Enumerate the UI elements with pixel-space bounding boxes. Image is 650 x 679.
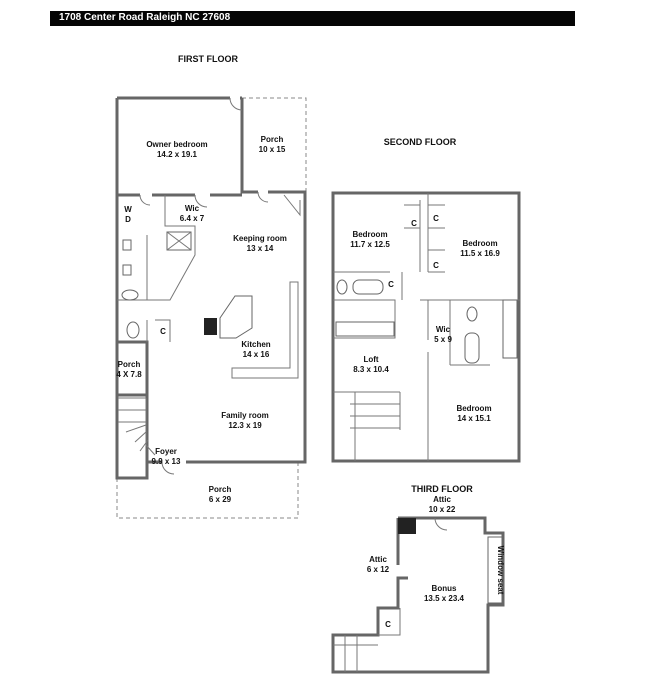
door-swing [194, 194, 208, 208]
bathtub [464, 332, 480, 364]
closet-walls [404, 204, 445, 273]
foyer-name: Foyer [155, 447, 177, 456]
closet-first-floor: C [160, 327, 166, 336]
second-floor-title: SECOND FLOOR [384, 137, 457, 147]
wic-second-dim: 5 x 9 [434, 335, 452, 344]
owner-bedroom-name: Owner bedroom [146, 140, 207, 149]
bonus-dim: 13.5 x 23.4 [424, 594, 465, 603]
bedroom-b-name: Bedroom [462, 239, 497, 248]
bedroom-a-name: Bedroom [352, 230, 387, 239]
toilet [126, 321, 140, 339]
loft-name: Loft [363, 355, 378, 364]
toilet [336, 279, 348, 295]
family-room-dim: 12.3 x 19 [228, 421, 262, 430]
porch-top-name: Porch [261, 135, 284, 144]
porch-top-dim: 10 x 15 [259, 145, 286, 154]
window-seat-box [487, 536, 503, 604]
wic-first-name: Wic [185, 204, 200, 213]
wic-first-dim: 6.4 x 7 [180, 214, 205, 223]
dryer-label: D [125, 215, 131, 224]
porch-side-name: Porch [118, 360, 141, 369]
second-floor-exterior-walls [331, 191, 521, 463]
bedroom-b-dim: 11.5 x 16.9 [460, 249, 500, 258]
third-floor-exterior-walls [331, 516, 505, 674]
first-floor-exterior-walls [115, 96, 307, 480]
closet-wall [146, 319, 171, 342]
bathtub [352, 279, 384, 295]
porch-top-outline [242, 97, 307, 193]
fireplace [204, 318, 217, 335]
vanity [502, 299, 518, 359]
address-text: 1708 Center Road Raleigh NC 27608 [59, 12, 231, 23]
bath-wall [117, 195, 196, 301]
porch-front-dim: 6 x 29 [209, 495, 232, 504]
attic-side-dim: 6 x 12 [367, 565, 390, 574]
closet-second-c: C [433, 261, 439, 270]
foyer-stairs [118, 397, 156, 456]
kitchen-counter [231, 281, 299, 379]
foyer-dim: 9.9 x 13 [152, 457, 181, 466]
sink [122, 239, 132, 251]
washer-label: W [124, 205, 132, 214]
closet-second-a: C [411, 219, 417, 228]
third-floor-title: THIRD FLOOR [411, 484, 473, 494]
closet-second-b: C [433, 214, 439, 223]
vanity [335, 321, 395, 337]
family-room-name: Family room [221, 411, 269, 420]
attic-top-name: Attic [433, 495, 451, 504]
owner-bedroom-dim: 14.2 x 19.1 [157, 150, 198, 159]
first-floor-plan [115, 96, 307, 519]
sink [122, 264, 132, 276]
closet-second-d: C [388, 280, 394, 289]
second-floor-plan [331, 191, 521, 463]
door-swing [229, 97, 243, 111]
third-floor-plan [331, 516, 505, 674]
wic-second-name: Wic [436, 325, 451, 334]
kitchen-island [219, 295, 253, 339]
porch-side-walls [115, 342, 147, 397]
first-floor-title: FIRST FLOOR [178, 54, 238, 64]
closet-third-floor: C [385, 620, 391, 629]
door-swing [161, 461, 175, 475]
keeping-room-name: Keeping room [233, 234, 287, 243]
door-swing [434, 517, 448, 531]
door-swing [139, 194, 151, 206]
window-seat-label: Window seat [496, 546, 505, 595]
attic-top-dim: 10 x 22 [429, 505, 456, 514]
second-floor-stairs [333, 391, 401, 461]
keeping-room-dim: 13 x 14 [247, 244, 274, 253]
address-header-bar: 1708 Center Road Raleigh NC 27608 [50, 11, 575, 26]
bedroom-c-dim: 14 x 15.1 [457, 414, 491, 423]
second-floor-interior-walls [333, 193, 520, 461]
porch-front-name: Porch [209, 485, 232, 494]
toilet [121, 289, 139, 301]
bonus-name: Bonus [432, 584, 457, 593]
attic-side-name: Attic [369, 555, 387, 564]
toilet [466, 306, 478, 322]
stair-corner [283, 194, 301, 217]
porch-front-outline [116, 462, 299, 519]
kitchen-dim: 14 x 16 [243, 350, 270, 359]
loft-dim: 8.3 x 10.4 [353, 365, 389, 374]
door-swing [257, 191, 269, 203]
porch-side-dim: 4 X 7.8 [116, 370, 142, 379]
bedroom-a-dim: 11.7 x 12.5 [350, 240, 390, 249]
third-floor-stairs [333, 608, 401, 672]
bedroom-c-name: Bedroom [456, 404, 491, 413]
attic-hatch [398, 518, 416, 534]
kitchen-name: Kitchen [241, 340, 270, 349]
